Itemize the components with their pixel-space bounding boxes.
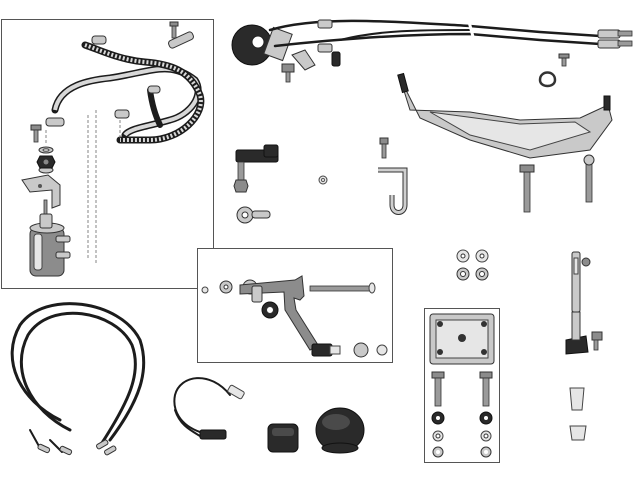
j-hook-bolt — [378, 137, 408, 215]
clamp — [45, 35, 161, 127]
threaded-rod — [309, 282, 376, 294]
bolt — [30, 124, 42, 143]
clip — [538, 53, 570, 88]
throttle-cable — [268, 17, 633, 53]
bolt — [519, 154, 595, 213]
bracket — [168, 21, 194, 49]
washer — [431, 411, 493, 442]
square-plate — [429, 313, 495, 365]
rubber-block — [267, 423, 299, 453]
fuel-pump — [29, 213, 71, 277]
mounting-bracket-kit — [397, 72, 613, 213]
throttle-cable-kit — [231, 17, 633, 88]
bolt — [431, 371, 493, 407]
connector-lead — [173, 377, 245, 440]
washer-nut-set — [456, 249, 489, 281]
throttle-stop-assembly — [233, 144, 279, 224]
lever-arm — [239, 275, 341, 357]
linkage-kit — [201, 275, 388, 358]
nut — [318, 175, 328, 185]
rod-end — [236, 206, 271, 224]
adjuster-rod — [565, 251, 603, 441]
nut — [36, 155, 56, 169]
washer — [201, 279, 388, 358]
plate-kit — [429, 313, 495, 458]
nut — [432, 446, 492, 458]
bracket — [21, 174, 61, 217]
fuel-pump-kit — [21, 21, 205, 277]
cable-bracket — [281, 49, 341, 83]
fuel-hose — [51, 41, 205, 144]
wire-harness — [10, 302, 146, 456]
cable-drum — [231, 24, 293, 66]
rubber-cap — [315, 407, 365, 454]
